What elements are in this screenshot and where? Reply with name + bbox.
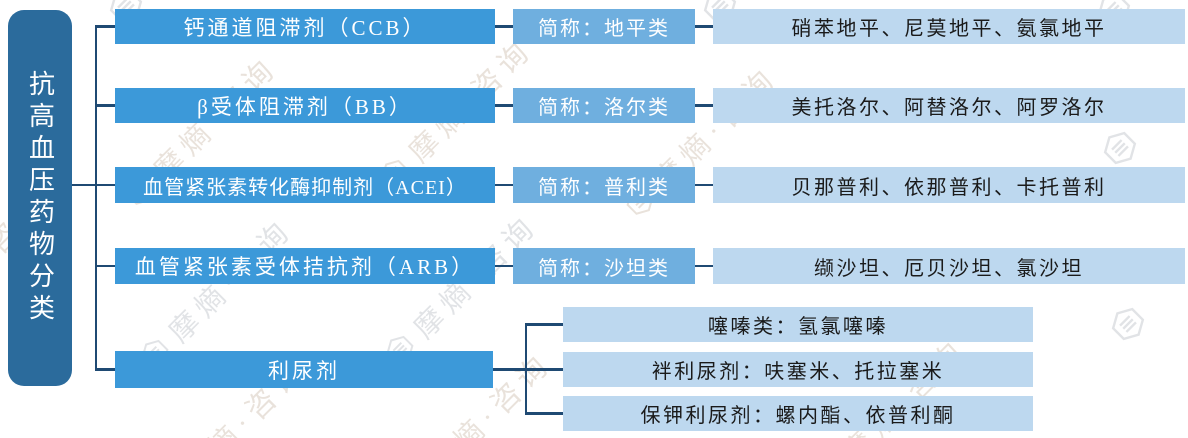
drugs-box-acei: 贝那普利、依那普利、卡托普利 (713, 167, 1185, 203)
connector-trunk (94, 25, 98, 371)
category-label: 血管紧张素受体拮抗剂（ARB） (134, 255, 476, 279)
category-box-arb: 血管紧张素受体拮抗剂（ARB） (115, 248, 495, 284)
brand-hexagon-icon (1111, 307, 1145, 341)
category-label: 血管紧张素转化酶抑制剂（ACEI） (143, 176, 467, 199)
connector-bb-drugs (695, 104, 713, 107)
drugs-label: 美托洛尔、阿替洛尔、阿罗洛尔 (791, 97, 1107, 119)
watermark (1103, 299, 1154, 350)
connector-ccb-alias (495, 25, 513, 28)
category-box-diuretic: 利尿剂 (115, 351, 493, 388)
subtype-box-thiazide: 噻嗪类：氢氯噻嗪 (563, 307, 1033, 342)
alias-label: 简称：洛尔类 (538, 97, 670, 119)
watermark (1095, 123, 1146, 174)
connector-acei-alias (495, 183, 513, 187)
connector-root-to-acei (72, 183, 115, 187)
connector-diuretic-main (493, 368, 563, 371)
connector-potassium-sparing (524, 412, 563, 415)
watermark: 摩熵·咨询 (375, 203, 547, 375)
alias-label: 简称：普利类 (538, 176, 670, 199)
connector-bb-alias (495, 104, 513, 107)
connector-stub-ccb (94, 25, 115, 28)
subtype-label: 保钾利尿剂：螺内酯、依普利酮 (640, 405, 956, 427)
subtype-box-potassium-sparing: 保钾利尿剂：螺内酯、依普利酮 (563, 396, 1033, 431)
category-label: β受体阻滞剂（BB） (197, 94, 413, 119)
alias-box-ccb: 简称：地平类 (513, 9, 695, 44)
connector-arb-drugs (695, 264, 713, 268)
connector-diuretic-branch (524, 323, 527, 415)
alias-box-bb: 简称：洛尔类 (513, 88, 695, 123)
subtype-label: 噻嗪类：氢氯噻嗪 (708, 316, 888, 338)
connector-stub-arb (94, 264, 115, 268)
brand-hexagon-icon (1103, 131, 1137, 165)
subtype-box-loop: 袢利尿剂：呋塞米、托拉塞米 (563, 352, 1033, 387)
category-box-ccb: 钙通道阻滞剂（CCB） (115, 9, 495, 44)
drugs-box-ccb: 硝苯地平、尼莫地平、氨氯地平 (713, 9, 1185, 44)
category-box-acei: 血管紧张素转化酶抑制剂（ACEI） (115, 167, 495, 203)
drugs-label: 缬沙坦、厄贝沙坦、氯沙坦 (814, 257, 1084, 280)
connector-stub-bb (94, 104, 115, 107)
alias-box-acei: 简称：普利类 (513, 167, 695, 203)
alias-label: 简称：地平类 (538, 18, 670, 40)
connector-arb-alias (495, 264, 513, 268)
drugs-box-bb: 美托洛尔、阿替洛尔、阿罗洛尔 (713, 88, 1185, 123)
drugs-label: 贝那普利、依那普利、卡托普利 (791, 176, 1107, 199)
drugs-label: 硝苯地平、尼莫地平、氨氯地平 (791, 18, 1107, 40)
drugs-box-arb: 缬沙坦、厄贝沙坦、氯沙坦 (713, 248, 1185, 284)
alias-box-arb: 简称：沙坦类 (513, 248, 695, 284)
category-label: 利尿剂 (268, 358, 340, 383)
category-label: 钙通道阻滞剂（CCB） (183, 15, 427, 40)
connector-thiazide (524, 323, 563, 326)
subtype-label: 袢利尿剂：呋塞米、托拉塞米 (651, 361, 945, 383)
page-title: 抗高血压药物分类 (25, 70, 55, 326)
alias-label: 简称：沙坦类 (538, 257, 670, 280)
root-title-box: 抗高血压药物分类 (8, 10, 72, 386)
connector-ccb-drugs (695, 25, 713, 28)
connector-stub-diuretic (94, 368, 115, 371)
category-box-bb: β受体阻滞剂（BB） (115, 88, 495, 123)
connector-acei-drugs (695, 183, 713, 187)
